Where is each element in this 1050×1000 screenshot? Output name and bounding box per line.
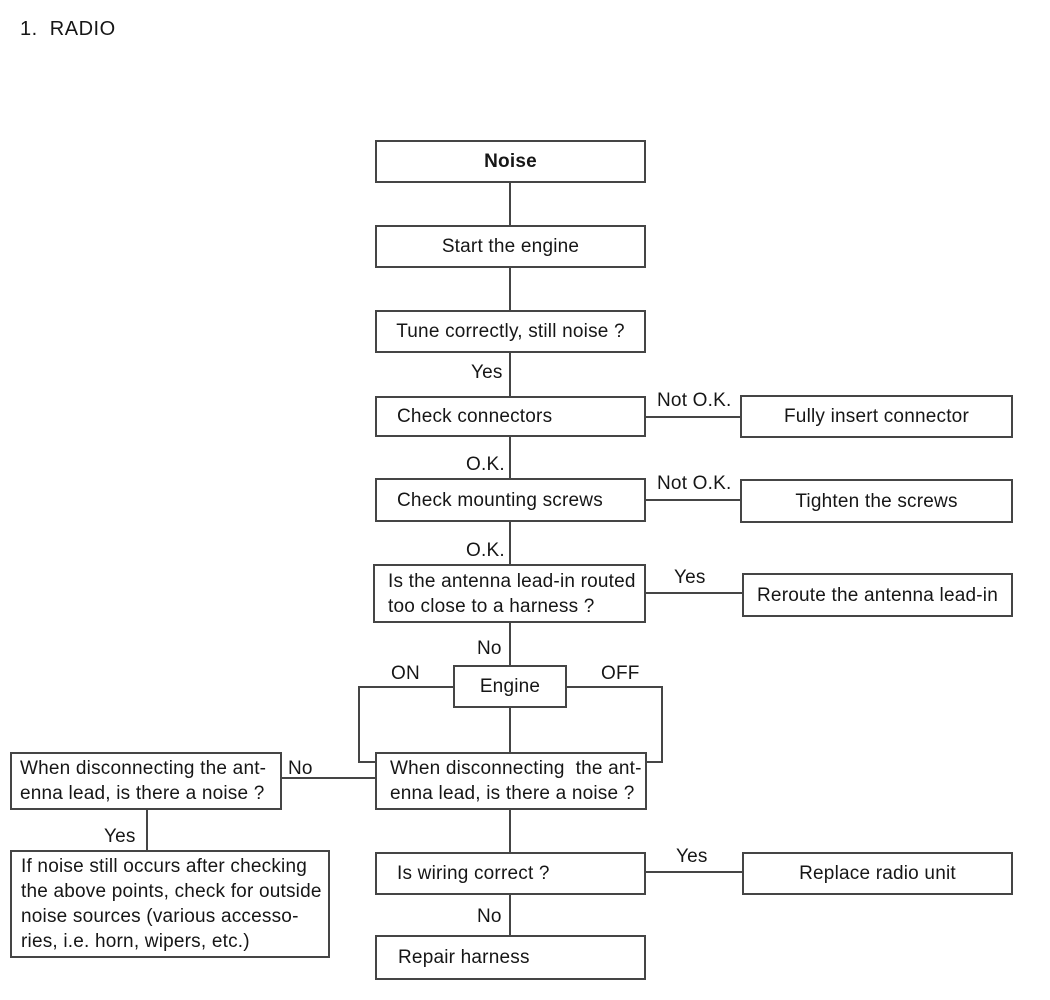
node-repair-harness: Repair harness — [375, 935, 646, 980]
flow-line-screws-tighten — [646, 499, 740, 501]
node-label-line4: ries, i.e. horn, wipers, etc.) — [21, 931, 250, 952]
node-noise: Noise — [375, 140, 646, 183]
flow-line-wiring-replace — [646, 871, 742, 873]
flow-line-connectors-insert — [646, 416, 740, 418]
flow-line-disconnect-left-center — [282, 777, 375, 779]
flow-line-disconnect-left-outside — [146, 810, 148, 850]
flow-line-engine-off-vertical — [661, 686, 663, 763]
node-label: Tune correctly, still noise ? — [396, 321, 625, 342]
node-tighten-screws: Tighten the screws — [740, 479, 1013, 523]
edge-label-yes: Yes — [104, 826, 136, 847]
edge-label-yes: Yes — [676, 846, 708, 867]
node-label: Check connectors — [397, 406, 553, 427]
flow-line-engine-on-horizontal — [358, 686, 453, 688]
edge-label-no: No — [477, 638, 502, 659]
flow-line-start-tune — [509, 267, 511, 310]
flow-line-tune-connectors — [509, 352, 511, 396]
flow-line-engine-on-join — [358, 761, 377, 763]
node-disconnect-antenna-left: When disconnecting the ant- enna lead, i… — [10, 752, 282, 810]
node-outside-noise-sources: If noise still occurs after checking the… — [10, 850, 330, 958]
node-label: Is wiring correct ? — [397, 863, 550, 884]
flow-line-engine-disconnect — [509, 708, 511, 752]
node-replace-radio-unit: Replace radio unit — [742, 852, 1013, 895]
edge-label-no: No — [288, 758, 313, 779]
flow-line-connectors-screws — [509, 436, 511, 478]
node-label: Repair harness — [398, 947, 530, 968]
edge-label-on: ON — [391, 663, 420, 684]
node-label: Engine — [479, 676, 541, 697]
node-label-line2: enna lead, is there a noise ? — [390, 783, 635, 804]
node-antenna-lead-in: Is the antenna lead-in routed too close … — [373, 564, 646, 623]
node-label-line1: When disconnecting the ant- — [20, 758, 267, 779]
node-fully-insert-connector: Fully insert connector — [740, 395, 1013, 438]
node-check-connectors: Check connectors — [375, 396, 646, 437]
node-check-mounting-screws: Check mounting screws — [375, 478, 646, 522]
flow-line-engine-on-vertical — [358, 686, 360, 763]
edge-label-not-ok: Not O.K. — [657, 390, 732, 411]
flow-line-engine-off-horizontal — [567, 686, 663, 688]
node-label-line2: the above points, check for outside — [21, 881, 322, 902]
node-label-line1: If noise still occurs after checking — [21, 856, 307, 877]
edge-label-yes: Yes — [471, 362, 503, 383]
node-label-line1: When disconnecting the ant- — [390, 758, 642, 779]
node-label: Tighten the screws — [795, 490, 958, 512]
node-tune-correctly: Tune correctly, still noise ? — [375, 310, 646, 353]
node-disconnect-antenna-center: When disconnecting the ant- enna lead, i… — [375, 752, 647, 810]
node-label: Noise — [484, 151, 537, 172]
node-label: Reroute the antenna lead-in — [757, 584, 998, 606]
node-label-line2: too close to a harness ? — [388, 595, 595, 617]
flow-line-wiring-repair — [509, 895, 511, 935]
node-label: Replace radio unit — [799, 863, 956, 884]
node-start-engine: Start the engine — [375, 225, 646, 268]
node-label: Check mounting screws — [397, 489, 603, 511]
flow-line-antenna-engine — [509, 622, 511, 665]
node-label-line3: noise sources (various accesso- — [21, 906, 299, 927]
flow-line-noise-start — [509, 183, 511, 225]
node-label: Fully insert connector — [784, 406, 969, 427]
edge-label-not-ok: Not O.K. — [657, 473, 732, 494]
node-reroute-antenna: Reroute the antenna lead-in — [742, 573, 1013, 617]
edge-label-no: No — [477, 906, 502, 927]
node-label-line2: enna lead, is there a noise ? — [20, 783, 265, 804]
node-label-line1: Is the antenna lead-in routed — [388, 570, 636, 592]
flow-line-antenna-reroute — [646, 592, 742, 594]
flow-line-disconnect-wiring — [509, 810, 511, 852]
flow-line-engine-off-join — [645, 761, 663, 763]
node-label: Start the engine — [441, 236, 580, 257]
node-engine: Engine — [453, 665, 567, 708]
node-is-wiring-correct: Is wiring correct ? — [375, 852, 646, 895]
flow-line-screws-antenna — [509, 521, 511, 564]
edge-label-yes: Yes — [674, 567, 706, 588]
edge-label-ok: O.K. — [466, 540, 505, 561]
edge-label-off: OFF — [601, 663, 640, 684]
edge-label-ok: O.K. — [466, 454, 505, 475]
page-title: 1. RADIO — [20, 18, 116, 40]
